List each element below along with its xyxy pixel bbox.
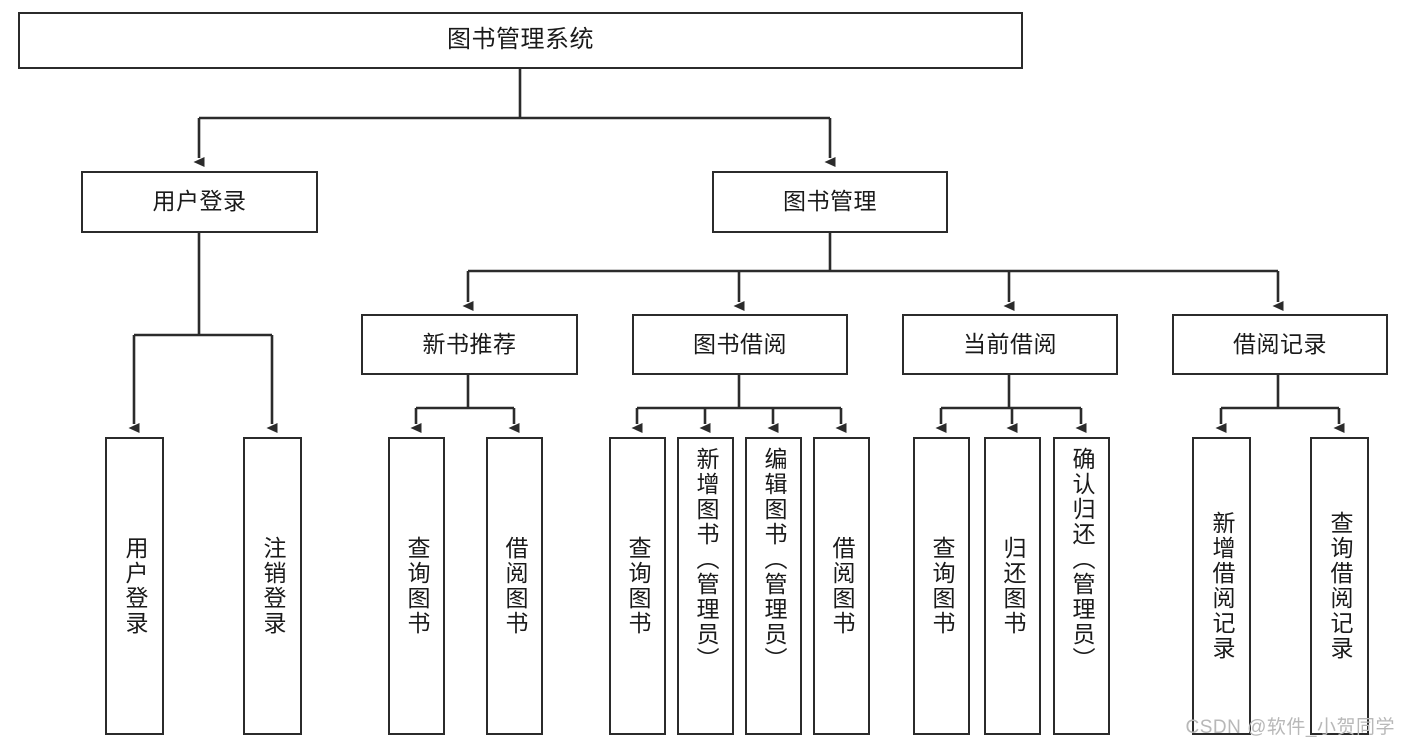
leaf-book-borrow-3-label: 借阅图书 bbox=[829, 536, 855, 636]
leaf-current-borrow-2-label: 确认归还（管理员） bbox=[1069, 447, 1095, 672]
leaf-book-borrow-2-label: 编辑图书（管理员） bbox=[761, 447, 787, 672]
node-user-login-label: 用户登录 bbox=[152, 188, 247, 215]
leaf-new-book-recommend-0-label: 查询图书 bbox=[404, 536, 430, 636]
node-new-book-recommend[interactable]: 新书推荐 bbox=[361, 314, 578, 375]
node-root[interactable]: 图书管理系统 bbox=[18, 12, 1023, 69]
leaf-current-borrow-0[interactable]: 查询图书 bbox=[913, 437, 970, 735]
leaf-borrow-record-0-label: 新增借阅记录 bbox=[1209, 511, 1235, 661]
leaf-borrow-record-1[interactable]: 查询借阅记录 bbox=[1310, 437, 1369, 735]
leaf-user-login-1[interactable]: 注销登录 bbox=[243, 437, 302, 735]
node-book-borrow[interactable]: 图书借阅 bbox=[632, 314, 848, 375]
leaf-user-login-0-label: 用户登录 bbox=[122, 536, 148, 636]
node-borrow-record[interactable]: 借阅记录 bbox=[1172, 314, 1388, 375]
node-book-management-label: 图书管理 bbox=[783, 188, 877, 215]
leaf-current-borrow-2[interactable]: 确认归还（管理员） bbox=[1053, 437, 1110, 735]
node-current-borrow[interactable]: 当前借阅 bbox=[902, 314, 1118, 375]
leaf-borrow-record-0[interactable]: 新增借阅记录 bbox=[1192, 437, 1251, 735]
leaf-book-borrow-1-label: 新增图书（管理员） bbox=[693, 447, 719, 672]
leaf-current-borrow-1-label: 归还图书 bbox=[1000, 536, 1026, 636]
node-book-borrow-label: 图书借阅 bbox=[693, 330, 787, 357]
node-new-book-recommend-label: 新书推荐 bbox=[422, 330, 517, 357]
node-borrow-record-label: 借阅记录 bbox=[1233, 330, 1327, 357]
node-current-borrow-label: 当前借阅 bbox=[963, 330, 1057, 357]
leaf-user-login-0[interactable]: 用户登录 bbox=[105, 437, 164, 735]
leaf-current-borrow-1[interactable]: 归还图书 bbox=[984, 437, 1041, 735]
leaf-new-book-recommend-1-label: 借阅图书 bbox=[502, 536, 528, 636]
leaf-new-book-recommend-1[interactable]: 借阅图书 bbox=[486, 437, 543, 735]
leaf-user-login-1-label: 注销登录 bbox=[260, 536, 286, 636]
leaf-book-borrow-0-label: 查询图书 bbox=[625, 536, 651, 636]
leaf-current-borrow-0-label: 查询图书 bbox=[929, 536, 955, 636]
leaf-borrow-record-1-label: 查询借阅记录 bbox=[1327, 511, 1353, 661]
node-root-label: 图书管理系统 bbox=[447, 26, 594, 54]
leaf-book-borrow-1[interactable]: 新增图书（管理员） bbox=[677, 437, 734, 735]
leaf-book-borrow-3[interactable]: 借阅图书 bbox=[813, 437, 870, 735]
leaf-book-borrow-2[interactable]: 编辑图书（管理员） bbox=[745, 437, 802, 735]
node-user-login[interactable]: 用户登录 bbox=[81, 171, 318, 233]
leaf-new-book-recommend-0[interactable]: 查询图书 bbox=[388, 437, 445, 735]
node-book-management[interactable]: 图书管理 bbox=[712, 171, 948, 233]
leaf-book-borrow-0[interactable]: 查询图书 bbox=[609, 437, 666, 735]
watermark: CSDN @软件_小贺同学 bbox=[1185, 717, 1395, 738]
